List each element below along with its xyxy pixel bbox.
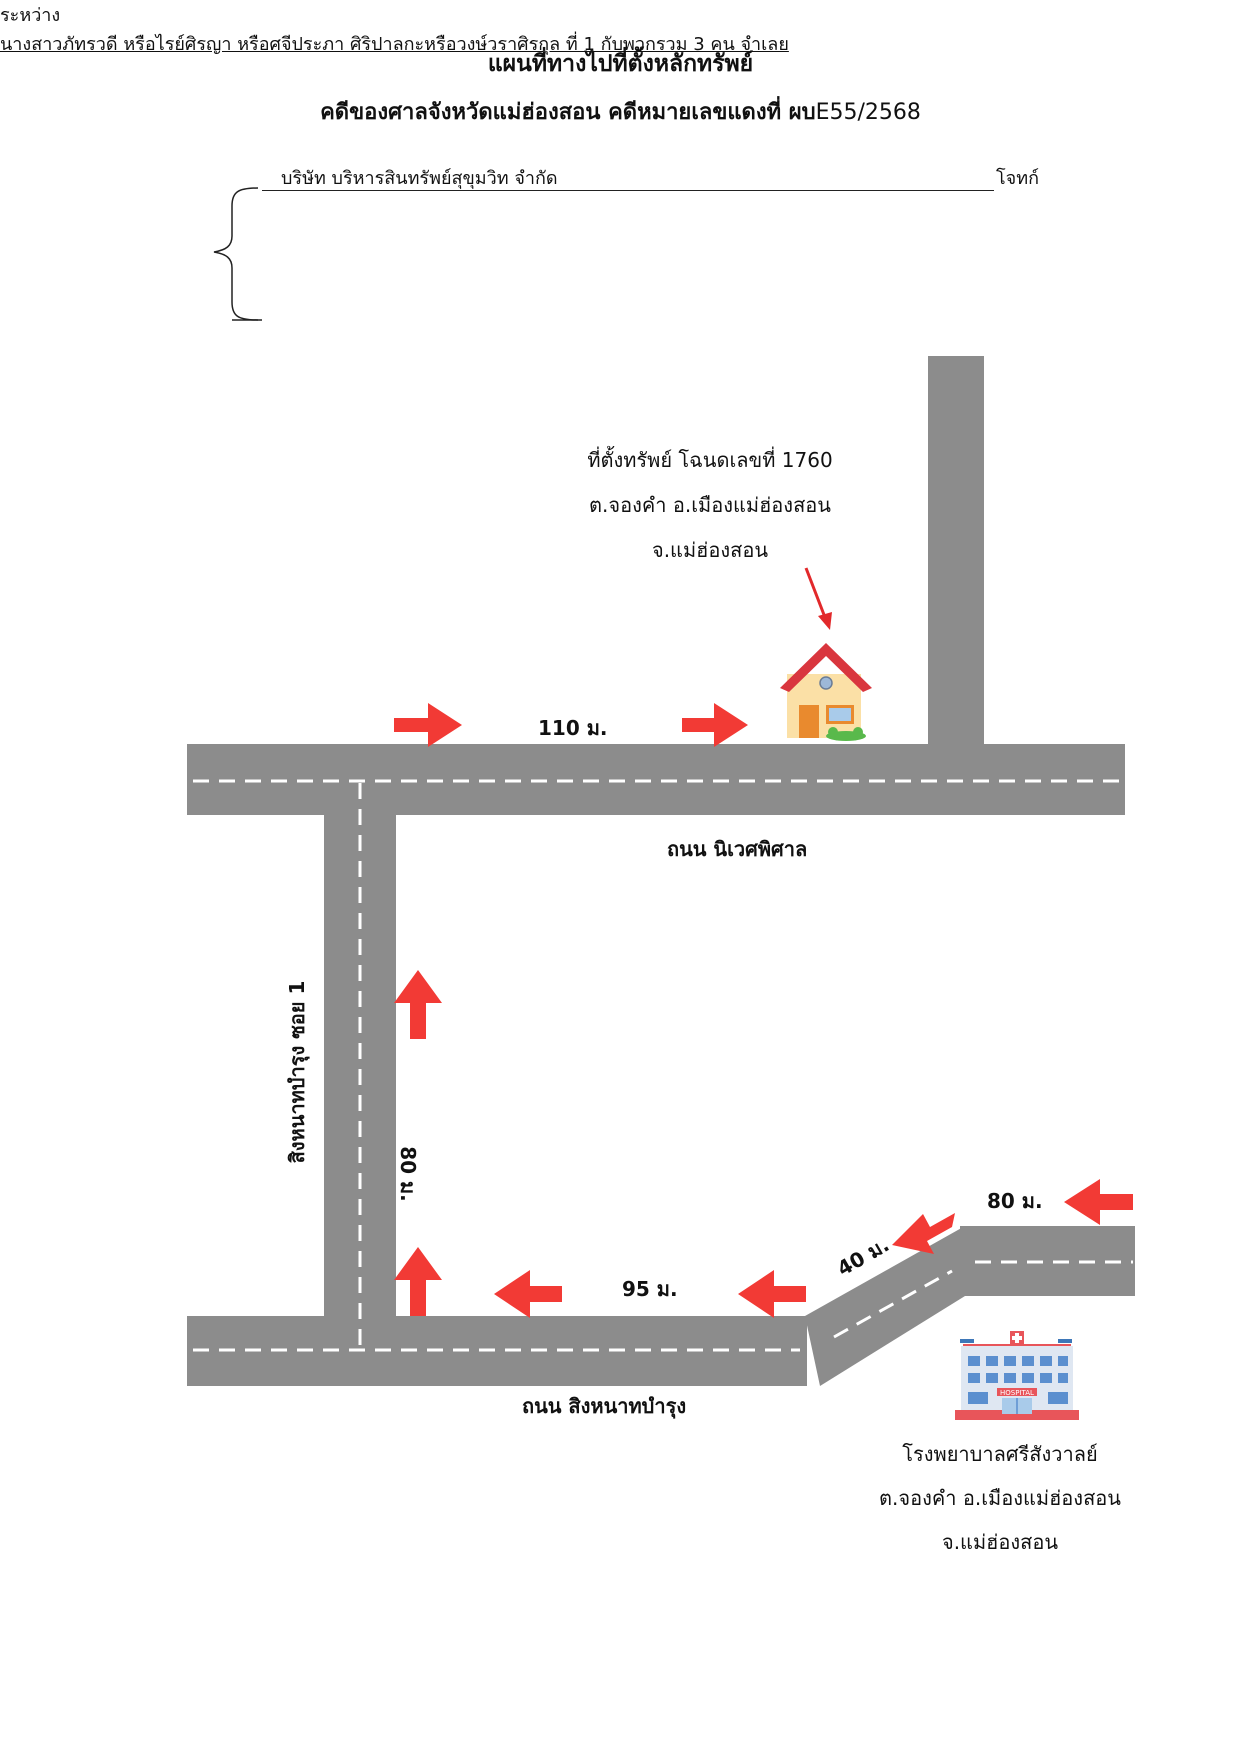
road-singhanat-bamrung: [187, 1316, 807, 1386]
hospital-district-label: ต.จองคำ อ.เมืองแม่ฮ่องสอน: [879, 1486, 1121, 1510]
hospital-name-label: โรงพยาบาลศรีสังวาลย์: [902, 1442, 1098, 1466]
property-pointer-arrow: [804, 567, 832, 630]
party-brace: [213, 187, 259, 321]
distance-95m: 95 ม.: [622, 1277, 678, 1301]
road-label-soi-1: สิงหนาทบำรุง ซอย 1: [285, 980, 309, 1164]
road-diagonal-segment: [805, 1226, 965, 1386]
lane-diagonal: [833, 1269, 953, 1339]
road-label-singhanat-bamrung: ถนน สิงหนาทบำรุง: [522, 1394, 687, 1418]
plaintiff-role: โจทก์: [996, 168, 1039, 189]
map-title: แผนที่ทางไปที่ตั้งหลักทรัพย์: [487, 51, 754, 77]
case-number: E55/2568: [815, 100, 921, 125]
arrow-diagonal: [892, 1213, 955, 1254]
house-icon: [780, 643, 872, 741]
hospital-sign: HOSPITAL: [1000, 1389, 1034, 1397]
hospital-province-label: จ.แม่ฮ่องสอน: [941, 1530, 1059, 1554]
vertical-road-top-right: [928, 356, 984, 746]
distance-110m: 110 ม.: [538, 716, 608, 740]
arrow-right-1: [394, 703, 462, 747]
plaintiff-name: บริษัท บริหารสินทรัพย์สุขุมวิท จำกัด: [281, 168, 558, 189]
property-deed-label: ที่ตั้งทรัพย์ โฉนดเลขที่ 1760: [587, 448, 833, 472]
route-arrows: [394, 703, 1133, 1318]
arrow-up-1: [394, 970, 442, 1039]
property-district-label: ต.จองคำ อ.เมืองแม่ฮ่องสอน: [589, 493, 831, 517]
distance-80m-vertical: 80 ม.: [396, 1146, 420, 1202]
case-subtitle: คดีของศาลจังหวัดแม่ฮ่องสอน คดีหมายเลขแดง…: [0, 94, 1241, 129]
road-label-nivet-phisan: ถนน นิเวศพิศาล: [667, 837, 808, 861]
distance-80m-right: 80 ม.: [987, 1189, 1043, 1213]
court-case-text: คดีของศาลจังหวัดแม่ฮ่องสอน คดีหมายเลขแดง…: [320, 100, 816, 125]
arrow-left-1: [494, 1270, 562, 1318]
plaintiff-underline: [262, 190, 994, 191]
property-province-label: จ.แม่ฮ่องสอน: [651, 538, 769, 562]
arrow-left-3: [1064, 1179, 1133, 1225]
roads: [187, 356, 1135, 1386]
hospital-icon: HOSPITAL: [955, 1331, 1079, 1420]
arrow-left-2: [738, 1270, 806, 1318]
between-label: ระหว่าง: [0, 5, 61, 26]
arrow-right-2: [682, 703, 748, 747]
lane-markings: [193, 779, 1133, 1352]
arrow-up-2: [394, 1247, 442, 1316]
defendant-text: นางสาวภัทรวดี หรือไรย์ศิรญา หรือศจีประภา…: [0, 34, 789, 55]
